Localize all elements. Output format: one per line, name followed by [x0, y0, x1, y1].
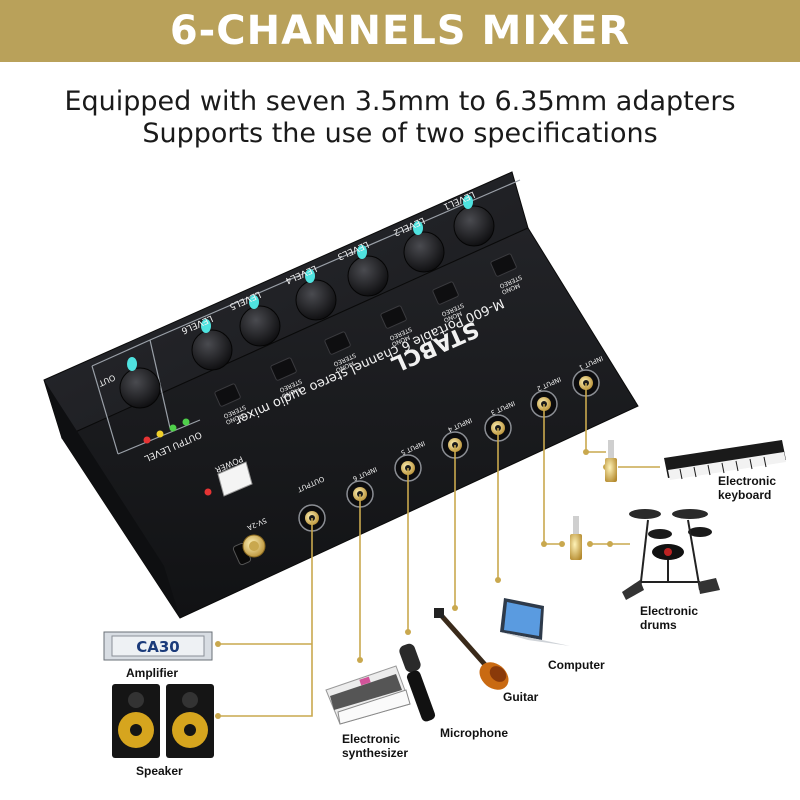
power-led [204, 488, 212, 496]
keyboard-label: Electronic keyboard [718, 474, 777, 502]
banner-title: 6-CHANNELS MIXER [169, 8, 631, 54]
output-level-leds [143, 418, 190, 444]
stereo-mono-switch-1[interactable] [490, 253, 517, 277]
level-knob-5[interactable] [239, 295, 281, 347]
output-level-knob[interactable] [119, 357, 161, 409]
drums-icon [622, 509, 720, 600]
computer-label: Computer [548, 658, 605, 672]
amplifier-icon: CA30 [103, 631, 213, 661]
level-knob-1[interactable] [453, 195, 495, 247]
keyboard-icon [664, 440, 786, 480]
guitar-label: Guitar [503, 690, 539, 704]
mixer-device [43, 171, 639, 619]
stereo-mono-switch-6[interactable] [214, 383, 241, 407]
synthesizer-icon [325, 665, 411, 725]
stereo-mono-switches [214, 253, 517, 407]
stereo-mono-switch-4[interactable] [324, 331, 351, 355]
level-knobs [191, 195, 495, 371]
cable-endpoints [215, 449, 613, 719]
level-knob-3[interactable] [347, 245, 389, 297]
subtitle-line-1: Equipped with seven 3.5mm to 6.35mm adap… [64, 86, 736, 117]
stereo-mono-switch-5[interactable] [270, 357, 297, 381]
guitar-icon [434, 608, 509, 690]
subtitle-line-2: Supports the use of two specifications [142, 118, 658, 149]
stereo-mono-switch-3[interactable] [380, 305, 407, 329]
level-knob-2[interactable] [403, 221, 445, 273]
laptop-icon [500, 598, 570, 646]
adapter-plug-icon [570, 516, 582, 560]
level-knob-6[interactable] [191, 319, 233, 371]
amplifier-label: Amplifier [126, 666, 179, 680]
microphone-icon [399, 643, 436, 722]
stereo-mono-switch-2[interactable] [432, 281, 459, 305]
adapter-plug-icon [605, 440, 617, 482]
title-banner: 6-CHANNELS MIXER [0, 0, 800, 62]
microphone-label: Microphone [440, 726, 508, 740]
gold-thumbscrew [242, 534, 266, 558]
speaker-icon [112, 684, 214, 758]
level-knob-4[interactable] [295, 269, 337, 321]
power-button[interactable] [217, 461, 253, 497]
amplifier-brand-text: CA30 [136, 638, 180, 656]
speaker-label: Speaker [136, 764, 183, 778]
drums-label: Electronic drums [640, 604, 699, 632]
synthesizer-label: Electronic synthesizer [342, 732, 409, 760]
